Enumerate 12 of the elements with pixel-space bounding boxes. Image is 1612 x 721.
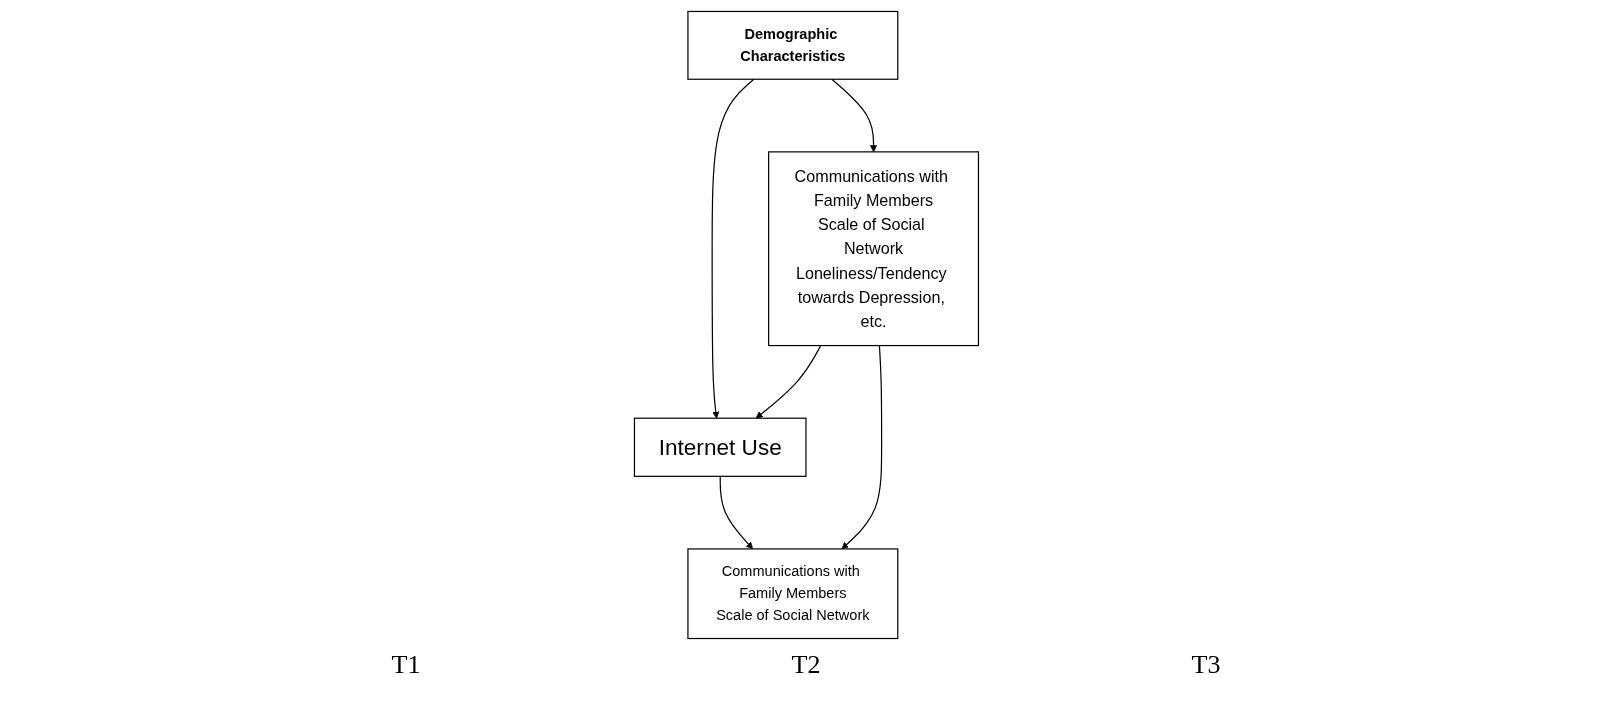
arrow (755, 344, 821, 419)
arrow (719, 475, 753, 550)
node-box: Demographic Characteristics (686, 10, 898, 80)
node-box: Communications with Family Members Scale of Social Network Loneliness/Tendency towards Depression, etc. (767, 151, 979, 347)
node-box: Internet Use (633, 417, 807, 477)
arrow (830, 78, 877, 153)
arrow (841, 344, 882, 550)
time-label: T3 (1191, 650, 1221, 680)
time-label: T1 (391, 650, 421, 680)
time-label: T2 (791, 650, 821, 680)
arrow (711, 78, 755, 419)
node-box: Communications with Family Members Scale of Social Network (686, 548, 898, 640)
